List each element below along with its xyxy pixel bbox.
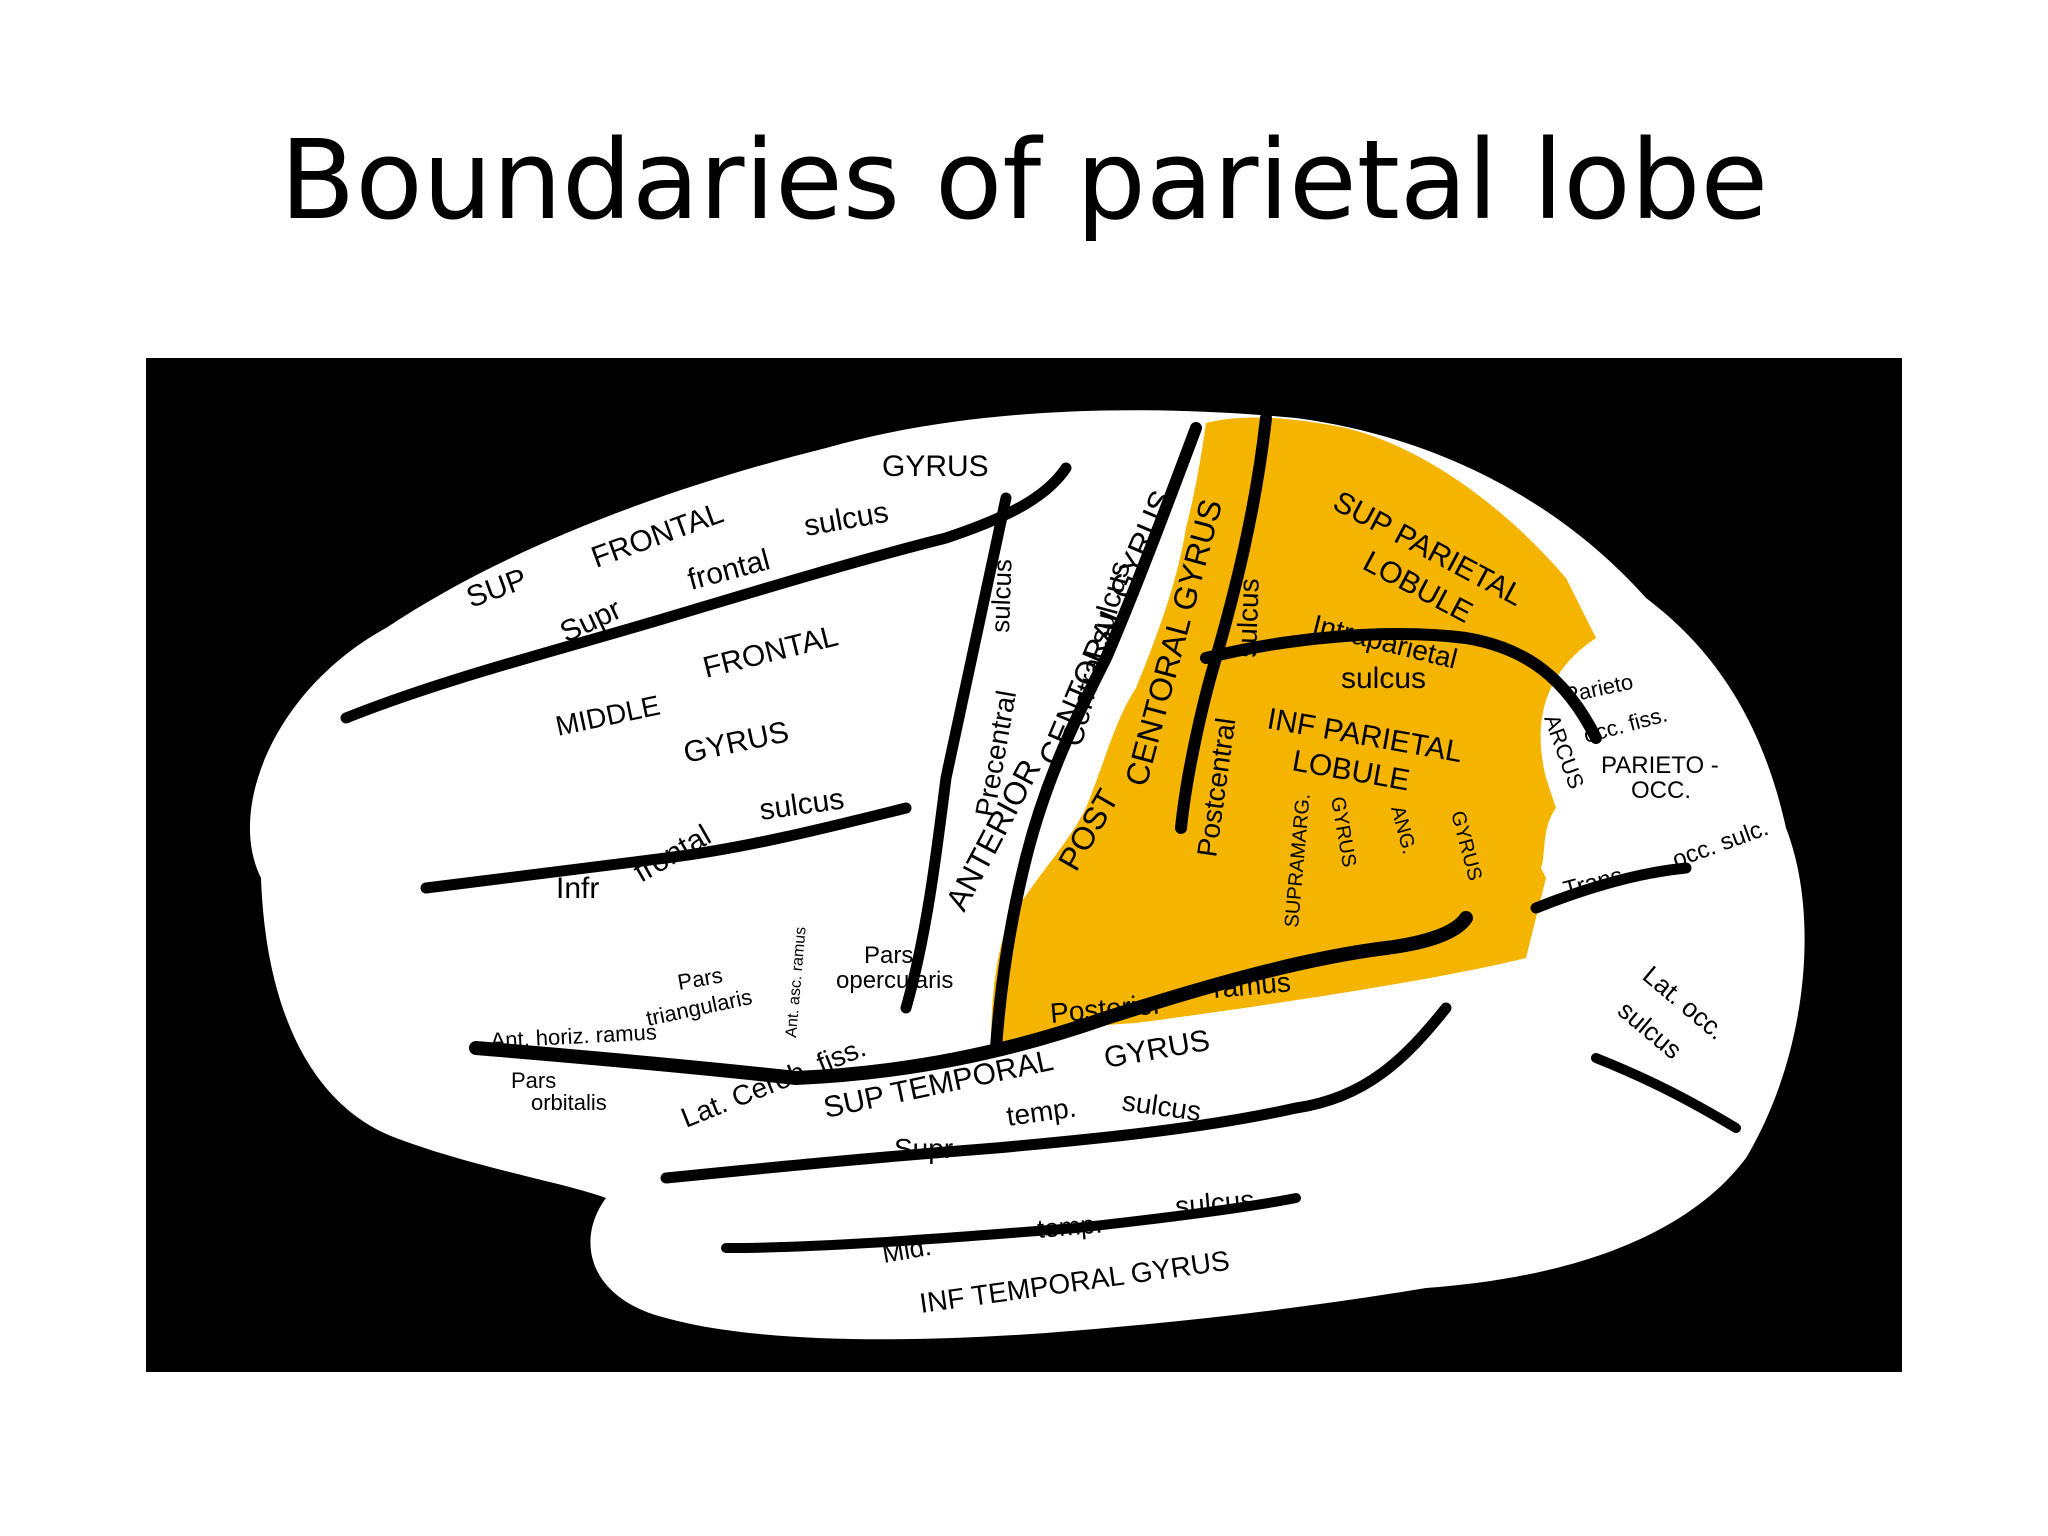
label-sulcus-3: sulcus [985,559,1018,634]
label-pars-opercularis-2: opercularis [836,967,953,994]
label-pars-opercularis-1: Pars [864,942,913,969]
label-sulcus-4: sulcus [1231,578,1265,658]
label-supr-2: Supr [894,1133,953,1164]
slide-title: Boundaries of parietal lobe [279,116,1769,244]
label-parieto-occ-1: PARIETO - [1601,752,1719,779]
inferior-temporal-sulcus [721,1193,1301,1253]
trans-occipital-sulcus [1530,862,1692,914]
label-pars-orbitalis-2: orbitalis [531,1090,607,1115]
brain-diagram: GYRUS SUP FRONTAL sulcus Supr frontal MI… [146,358,1902,1372]
sulci-lines [340,412,1741,1253]
lat-occipital-sulcus [1591,1053,1741,1133]
label-temp-2: temp. [1036,1208,1103,1244]
label-infr: Infr [556,872,599,905]
label-pars-orbitalis-1: Pars [511,1068,556,1093]
central-sulcus [990,422,1202,1054]
label-gyrus-top: GYRUS [882,450,989,483]
label-parieto-occ-2: OCC. [1631,777,1691,804]
label-sulcus-8: sulcus [1174,1184,1256,1222]
label-sulcus-5: sulcus [1341,662,1426,695]
intraparietal-sulcus [1200,628,1602,744]
superior-temporal-sulcus [660,1002,1452,1184]
brain-diagram-svg: GYRUS SUP FRONTAL sulcus Supr frontal MI… [249,410,1805,1340]
precentral-sulcus [900,492,1012,1014]
parietal-lobe-highlight [991,417,1596,1048]
inferior-frontal-sulcus [420,802,912,894]
lateral-fissure [469,911,1473,1086]
label-ramus: ramus [1212,966,1292,1004]
